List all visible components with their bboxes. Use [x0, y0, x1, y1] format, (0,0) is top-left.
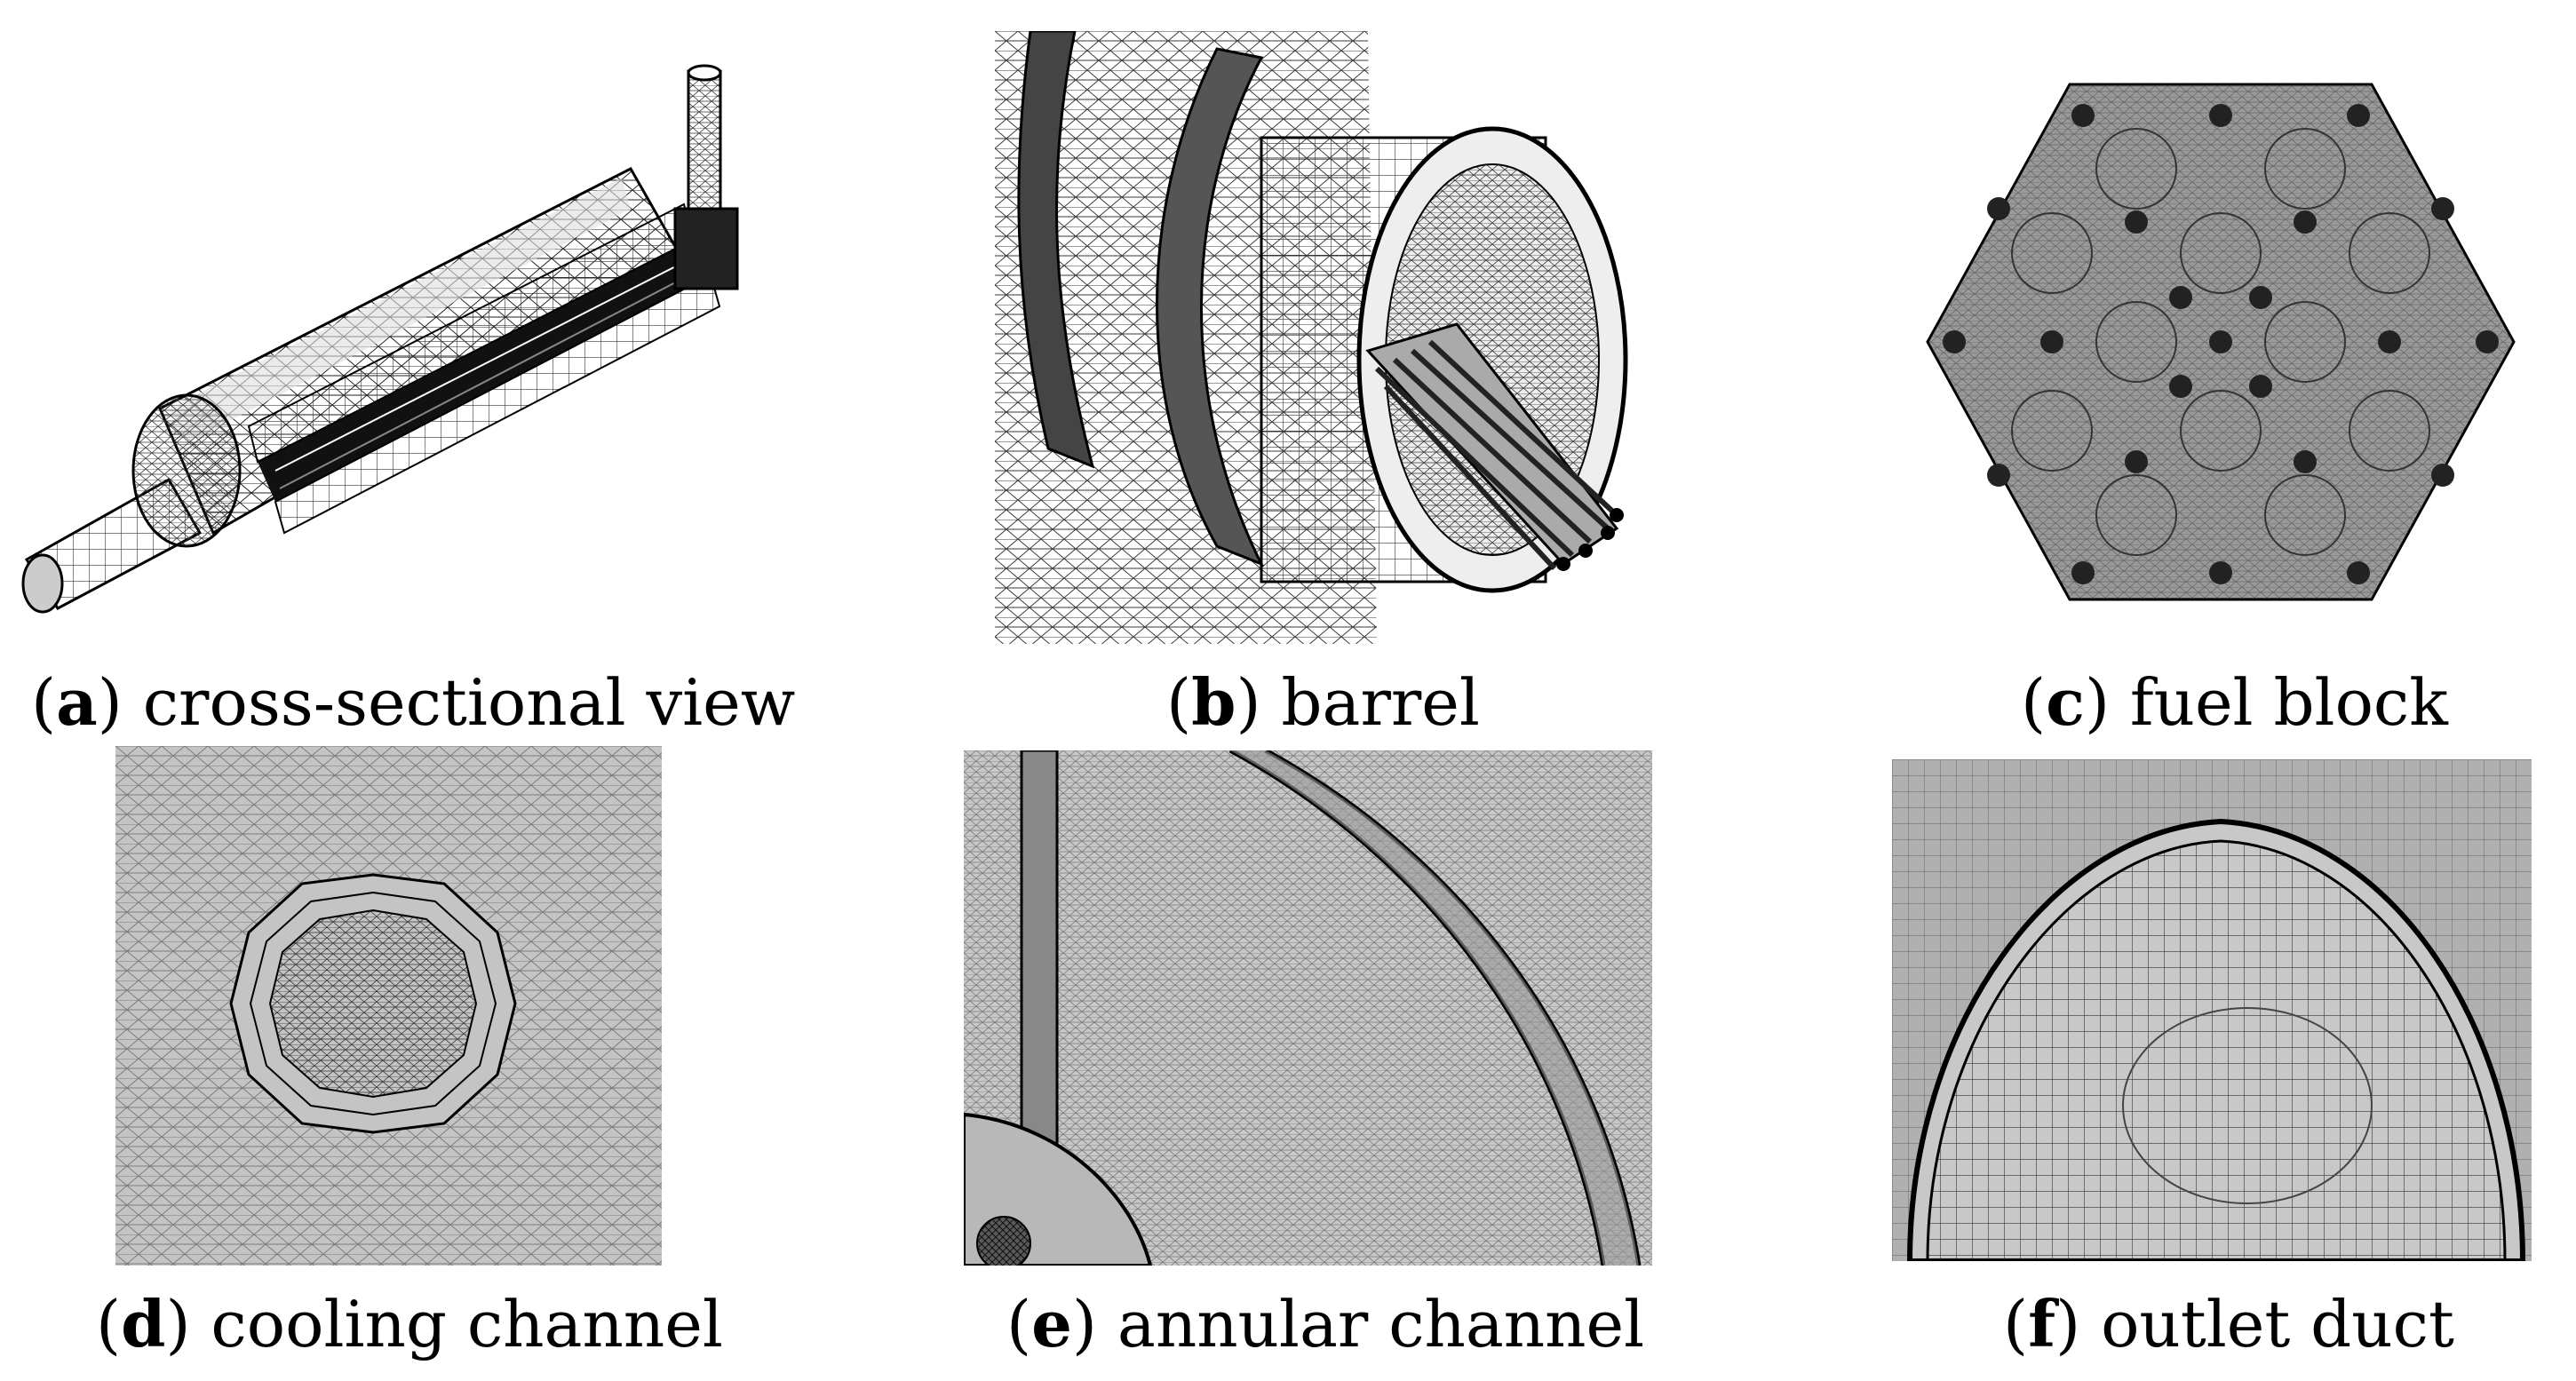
fuel-block-illustration: [1926, 83, 2516, 601]
refined-core-region: [2122, 1007, 2373, 1204]
cut-section-lower: [274, 274, 721, 535]
coolant-holes: [1943, 104, 2499, 584]
barrel-illustration: [995, 31, 1634, 644]
panel-c-fuel-block-mesh: [1919, 75, 2523, 613]
panel-a-cross-sectional-mesh: [9, 53, 746, 622]
annular-channel-illustration: [964, 750, 1652, 1266]
panel-b-barrel-mesh: [995, 31, 1634, 644]
barrel-top-surface: [169, 178, 631, 444]
tube-bundle: [1365, 322, 1624, 571]
caption-d: (d) cooling channel: [96, 1286, 723, 1361]
barrel-end-cap: [131, 393, 242, 548]
fuel-rods: [2011, 128, 2430, 556]
small-channel: [976, 1216, 1031, 1266]
panel-d-cooling-channel-mesh: [115, 746, 662, 1266]
duct-interior: [1926, 839, 2507, 1261]
panel-f-outlet-duct-mesh: [1892, 759, 2532, 1261]
cut-section-dark: [258, 240, 711, 502]
panel-e-annular-channel-mesh: [964, 750, 1652, 1266]
outlet-duct-illustration: [1892, 759, 2532, 1261]
caption-b: (b) barrel: [1166, 664, 1480, 740]
caption-a: (a) cross-sectional view: [31, 664, 796, 740]
caption-f: (f) outlet duct: [2003, 1286, 2454, 1361]
caption-c: (c) fuel block: [2021, 664, 2448, 740]
caption-e: (e) annular channel: [1006, 1286, 1645, 1361]
inlet-pipe-opening: [21, 553, 64, 614]
cooling-channel-illustration: [115, 746, 662, 1266]
fuel-rod-cut: [1020, 750, 1059, 1152]
flange-1: [1017, 31, 1095, 469]
outlet-housing: [673, 207, 739, 290]
cross-section-illustration: [21, 64, 739, 614]
